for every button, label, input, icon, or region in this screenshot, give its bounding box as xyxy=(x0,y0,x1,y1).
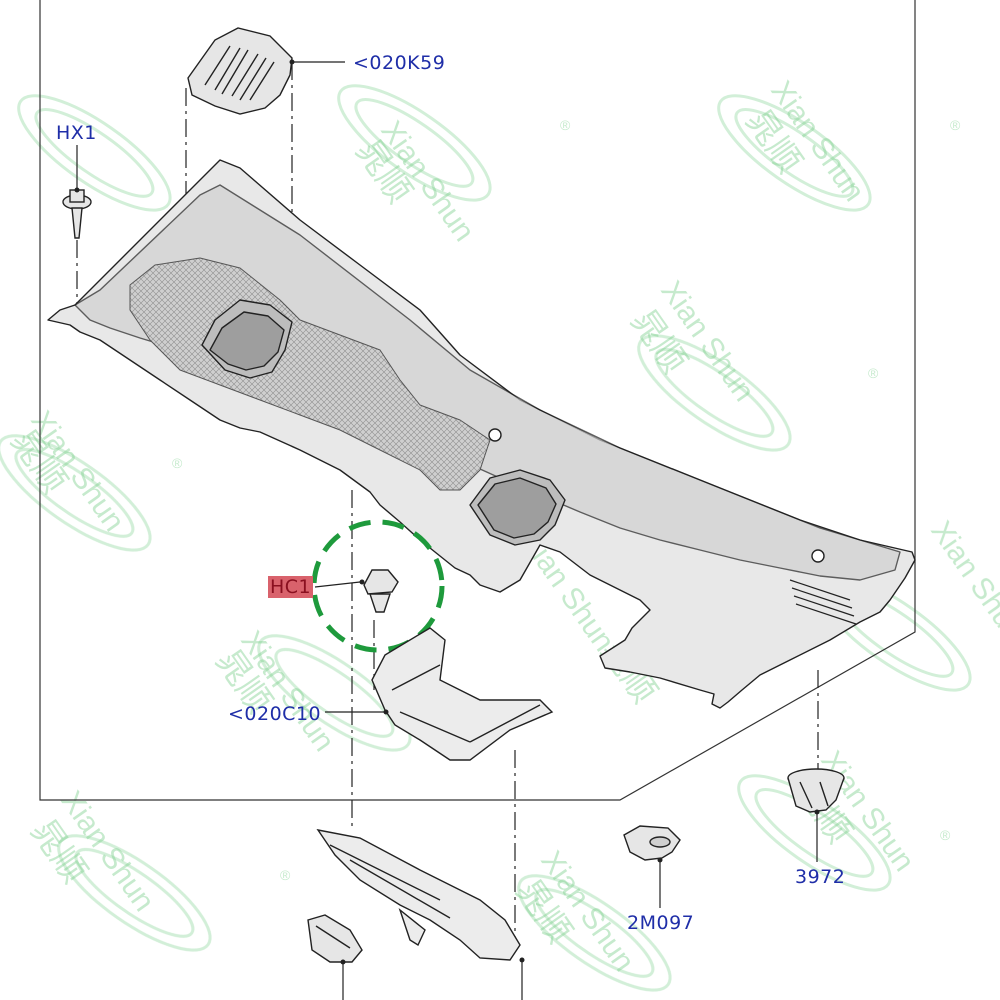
plug-3972 xyxy=(787,768,845,813)
callout-020k59[interactable]: <020K59 xyxy=(353,52,446,74)
focus-ring xyxy=(311,519,445,653)
side-bracket-part xyxy=(307,914,363,963)
watermark-mark: ® xyxy=(560,117,571,133)
watermark-mark: ® xyxy=(950,117,961,133)
callout-2m097[interactable]: 2M097 xyxy=(627,912,695,934)
callout-020c10[interactable]: <020C10 xyxy=(228,703,322,725)
callout-hc1[interactable]: HC1 xyxy=(268,576,314,598)
watermark-mark: ® xyxy=(868,365,879,381)
bolt-hx1 xyxy=(62,189,92,239)
callout-hx1[interactable]: HX1 xyxy=(56,122,97,144)
access-panel xyxy=(187,27,293,115)
leader-hc1 xyxy=(314,581,361,588)
watermark-mark: ® xyxy=(940,827,951,843)
assembly-frame xyxy=(39,0,916,801)
grommet-2m097 xyxy=(623,825,681,861)
watermark-mark: ® xyxy=(280,867,291,883)
lower-bracket-assembly xyxy=(316,828,521,961)
clip-hc1 xyxy=(363,569,399,613)
leader-dots xyxy=(74,59,820,965)
bracket xyxy=(371,627,554,761)
cowl-panel xyxy=(47,159,916,709)
watermark-mark: ® xyxy=(172,455,183,471)
callout-3972[interactable]: 3972 xyxy=(795,866,846,888)
